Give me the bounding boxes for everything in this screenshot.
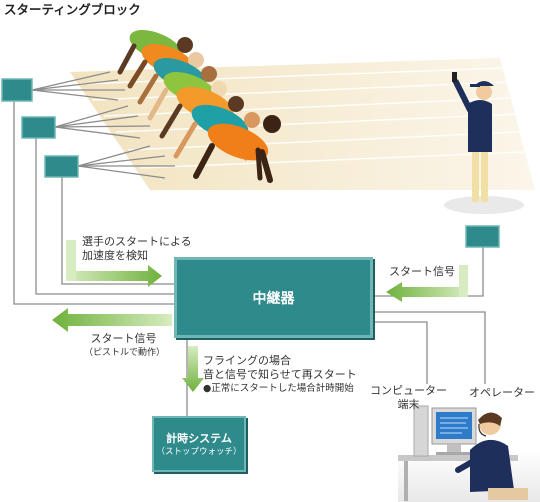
timing-system-sub: （ストップウォッチ） xyxy=(156,446,242,457)
wiring-lines xyxy=(13,71,486,416)
operator-workstation xyxy=(398,405,540,502)
computer-label: コンピューター 端末 xyxy=(370,384,447,412)
timing-system-box: 計時システム （ストップウォッチ） xyxy=(152,416,246,472)
green-arrows xyxy=(52,240,468,392)
diagram-title: スターティングブロック xyxy=(4,2,141,17)
detect-label-line2: 加速度を検知 xyxy=(82,249,148,262)
sensor-boxes xyxy=(1,78,500,248)
relay-box: 中継器 xyxy=(174,257,373,338)
flying-note-line2: 音と信号で知らせて再スタート xyxy=(203,368,357,381)
pistol-signal-sub: （ピストルで動作） xyxy=(84,348,166,358)
computer-label-line2: 端末 xyxy=(397,398,420,411)
runners-illustration xyxy=(117,30,281,183)
detect-label: 選手のスタートによる 加速度を検知 xyxy=(82,235,192,263)
timing-system-label: 計時システム xyxy=(166,431,232,445)
flying-note: フライングの場合 音と信号で知らせて再スタート ●正常にスタートした場合計時開始 xyxy=(203,354,357,396)
starter-person xyxy=(444,72,524,214)
computer-label-line1: コンピューター xyxy=(370,384,447,397)
pistol-signal-title: スタート信号 xyxy=(90,332,157,345)
relay-label: 中継器 xyxy=(252,290,295,307)
operator-label: オペレーター xyxy=(469,386,535,399)
detect-label-line1: 選手のスタートによる xyxy=(82,235,192,248)
start-signal-label: スタート信号 xyxy=(389,265,455,278)
flying-note-line1: フライングの場合 xyxy=(203,354,291,367)
running-track xyxy=(70,58,535,190)
pistol-signal-label: スタート信号 （ピストルで動作） xyxy=(82,332,165,360)
flying-note-line3: ●正常にスタートした場合計時開始 xyxy=(203,383,354,394)
